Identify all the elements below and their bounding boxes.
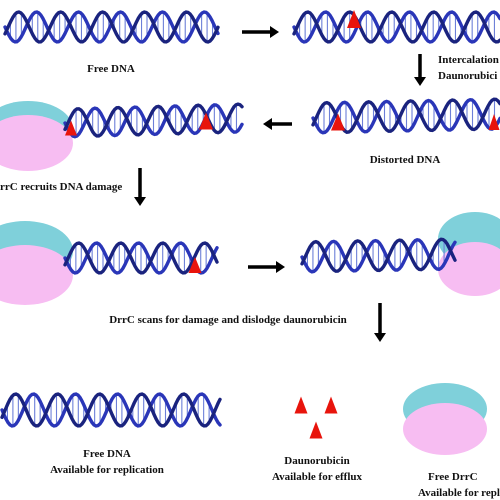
dna-strand bbox=[292, 10, 500, 44]
dislodged-dna-helix bbox=[300, 237, 457, 274]
daunorubicin-at-drrc bbox=[65, 120, 77, 136]
scanned-dna-helix bbox=[63, 241, 219, 275]
distorted-dna-label: Distorted DNA bbox=[369, 154, 441, 166]
daunorubicin-scanned bbox=[188, 257, 202, 273]
daunorubicin-efflux-title: Daunorubicin bbox=[284, 455, 350, 467]
drrc-bottom-lobe bbox=[0, 245, 73, 305]
daunorubicin-released-3 bbox=[309, 421, 323, 439]
arrow-head bbox=[276, 261, 285, 273]
dna-strand bbox=[0, 392, 222, 428]
drrc-recruits-label: rrC recruits DNA damage bbox=[0, 181, 123, 193]
daunorubicin-distorted-1 bbox=[331, 113, 345, 131]
dna-strand bbox=[63, 103, 244, 139]
dna-strand bbox=[292, 10, 500, 44]
arrow-dislodge-to-release bbox=[374, 303, 386, 342]
intercalated-dna-helix bbox=[292, 10, 500, 44]
daunorubicin-intercalation-label: Daunorubici bbox=[438, 70, 498, 82]
drrc-scanning bbox=[0, 221, 73, 305]
daunorubicin-intercalated bbox=[347, 10, 361, 28]
dna-strand bbox=[3, 10, 220, 44]
dna-strand bbox=[300, 237, 457, 273]
daunorubicin-layer bbox=[65, 10, 500, 439]
free-dna-available-label: Available for replication bbox=[50, 464, 164, 476]
daunorubicin-distorted-2 bbox=[488, 114, 500, 130]
arrow-layer bbox=[134, 26, 426, 342]
dna-strand bbox=[0, 392, 222, 428]
drrc-bottom-lobe bbox=[0, 115, 73, 171]
dna-strand bbox=[63, 241, 219, 275]
drrc-bound-damaged-dna bbox=[0, 101, 73, 171]
arrow-head bbox=[263, 118, 272, 130]
free-drrc-title: Free DrrC bbox=[428, 471, 478, 483]
drrc-scans-label: DrrC scans for damage and dislodge dauno… bbox=[109, 314, 347, 326]
daunorubicin-damaged-dna bbox=[199, 112, 213, 130]
damaged-dna-helix bbox=[63, 102, 244, 139]
arrow-free-to-intercalated bbox=[242, 26, 279, 38]
arrow-head bbox=[270, 26, 279, 38]
free-drrc bbox=[403, 383, 487, 455]
arrow-head bbox=[374, 333, 386, 342]
arrow-head bbox=[134, 197, 146, 206]
daunorubicin-released-2 bbox=[324, 396, 338, 414]
daunorubicin-efflux-label: Available for efflux bbox=[271, 471, 363, 483]
dna-helix-layer bbox=[0, 10, 500, 428]
arrow-recruit-to-scan bbox=[134, 168, 146, 206]
free-drrc-label: Available for replic bbox=[418, 487, 500, 499]
dna-strand bbox=[63, 102, 244, 138]
free-dna-helix bbox=[3, 10, 220, 44]
daunorubicin-released-1 bbox=[294, 396, 308, 414]
arrow-scan-to-dislodge bbox=[248, 261, 285, 273]
arrow-intercalated-to-distorted bbox=[414, 54, 426, 86]
arrow-distorted-to-recruit bbox=[263, 118, 292, 130]
free-dna-available-helix bbox=[0, 392, 222, 428]
intercalation-label: Intercalation bbox=[438, 54, 499, 66]
drrc-bottom-lobe bbox=[403, 403, 487, 455]
free-dna-available-title: Free DNA bbox=[83, 448, 131, 460]
arrow-head bbox=[414, 77, 426, 86]
free-dna-label: Free DNA bbox=[87, 63, 135, 75]
drrc-protein-layer bbox=[0, 101, 500, 455]
dna-strand bbox=[311, 97, 500, 135]
